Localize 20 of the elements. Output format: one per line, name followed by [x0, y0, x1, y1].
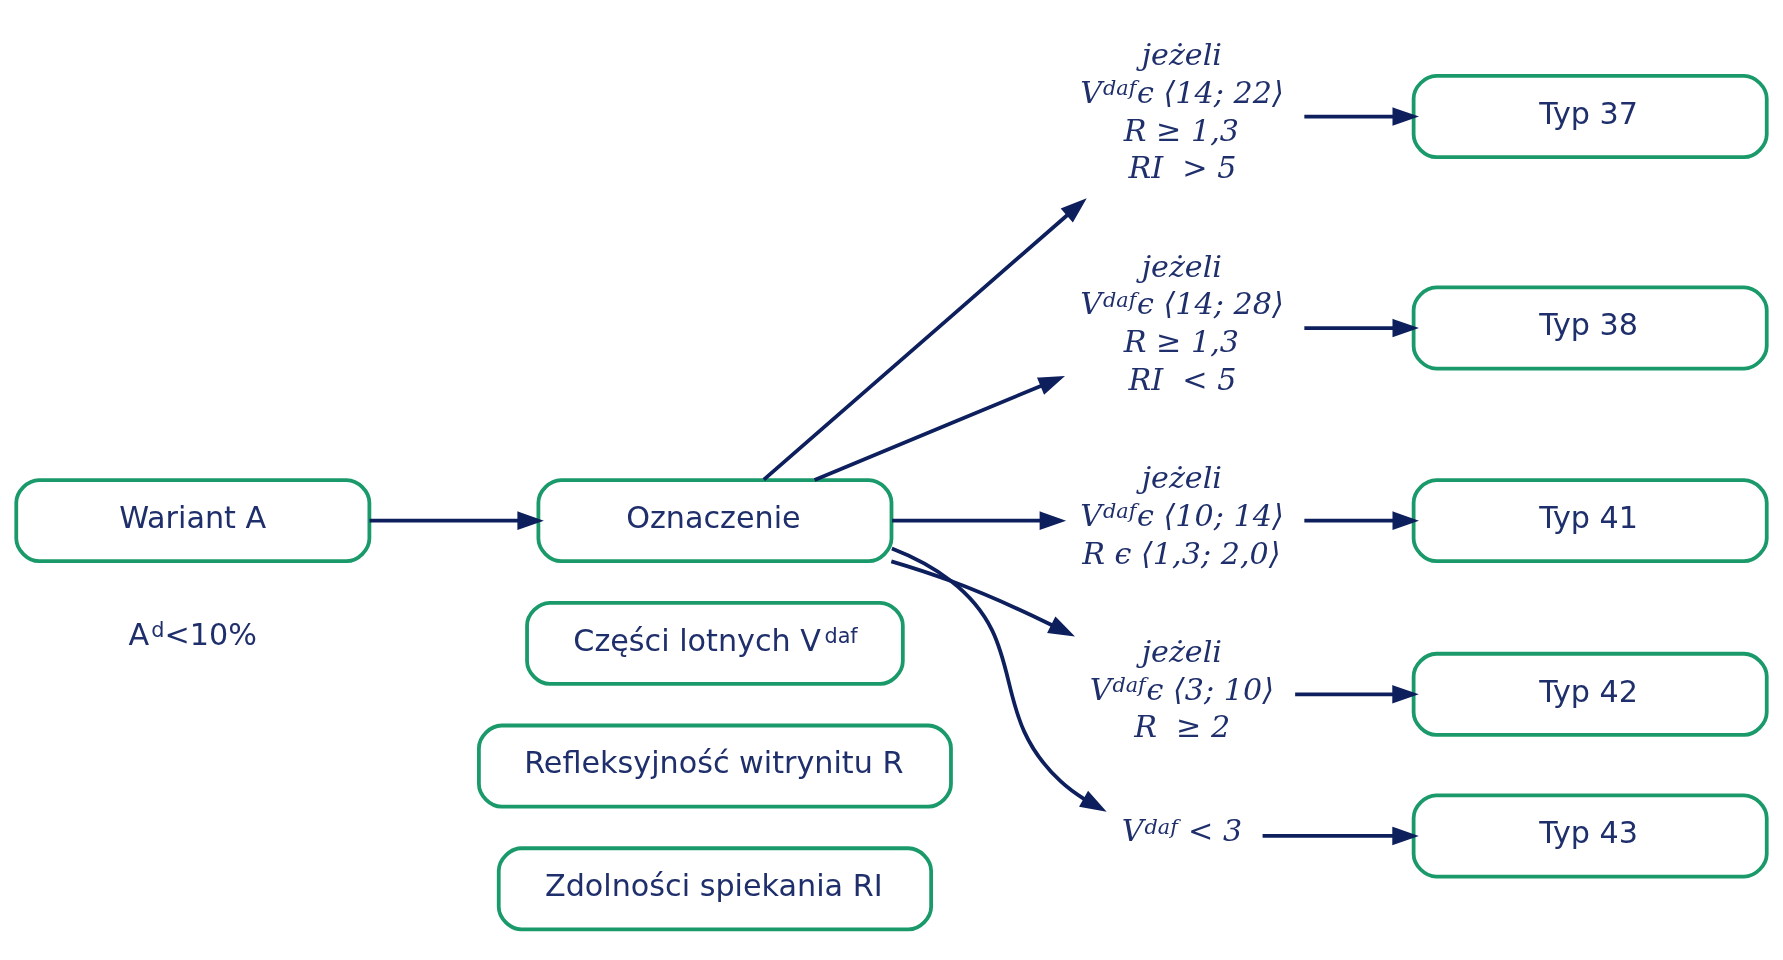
node-box: Zdolności spiekania RI: [496, 845, 934, 931]
node-box: Typ 38: [1411, 285, 1769, 370]
node-box: Typ 43: [1411, 793, 1769, 878]
arrow: [891, 546, 1107, 812]
arrow: [890, 559, 1075, 637]
arrow: [1262, 826, 1419, 845]
node-box: Typ 41: [1411, 477, 1769, 563]
node-box: Oznaczenie: [536, 477, 894, 563]
node-box: Wariant A: [14, 477, 372, 563]
node-box: Typ 37: [1411, 73, 1769, 159]
arrow: [1304, 318, 1419, 337]
arrow: [1304, 106, 1419, 126]
arrow: [1304, 510, 1419, 530]
arrow: [813, 375, 1065, 482]
node-box: Refleksyjność witrynitu R: [477, 723, 953, 809]
arrow: [762, 197, 1087, 481]
arrow: [892, 510, 1067, 530]
node-box: Typ 42: [1411, 651, 1769, 737]
arrow: [369, 510, 544, 530]
arrow: [1295, 684, 1419, 704]
